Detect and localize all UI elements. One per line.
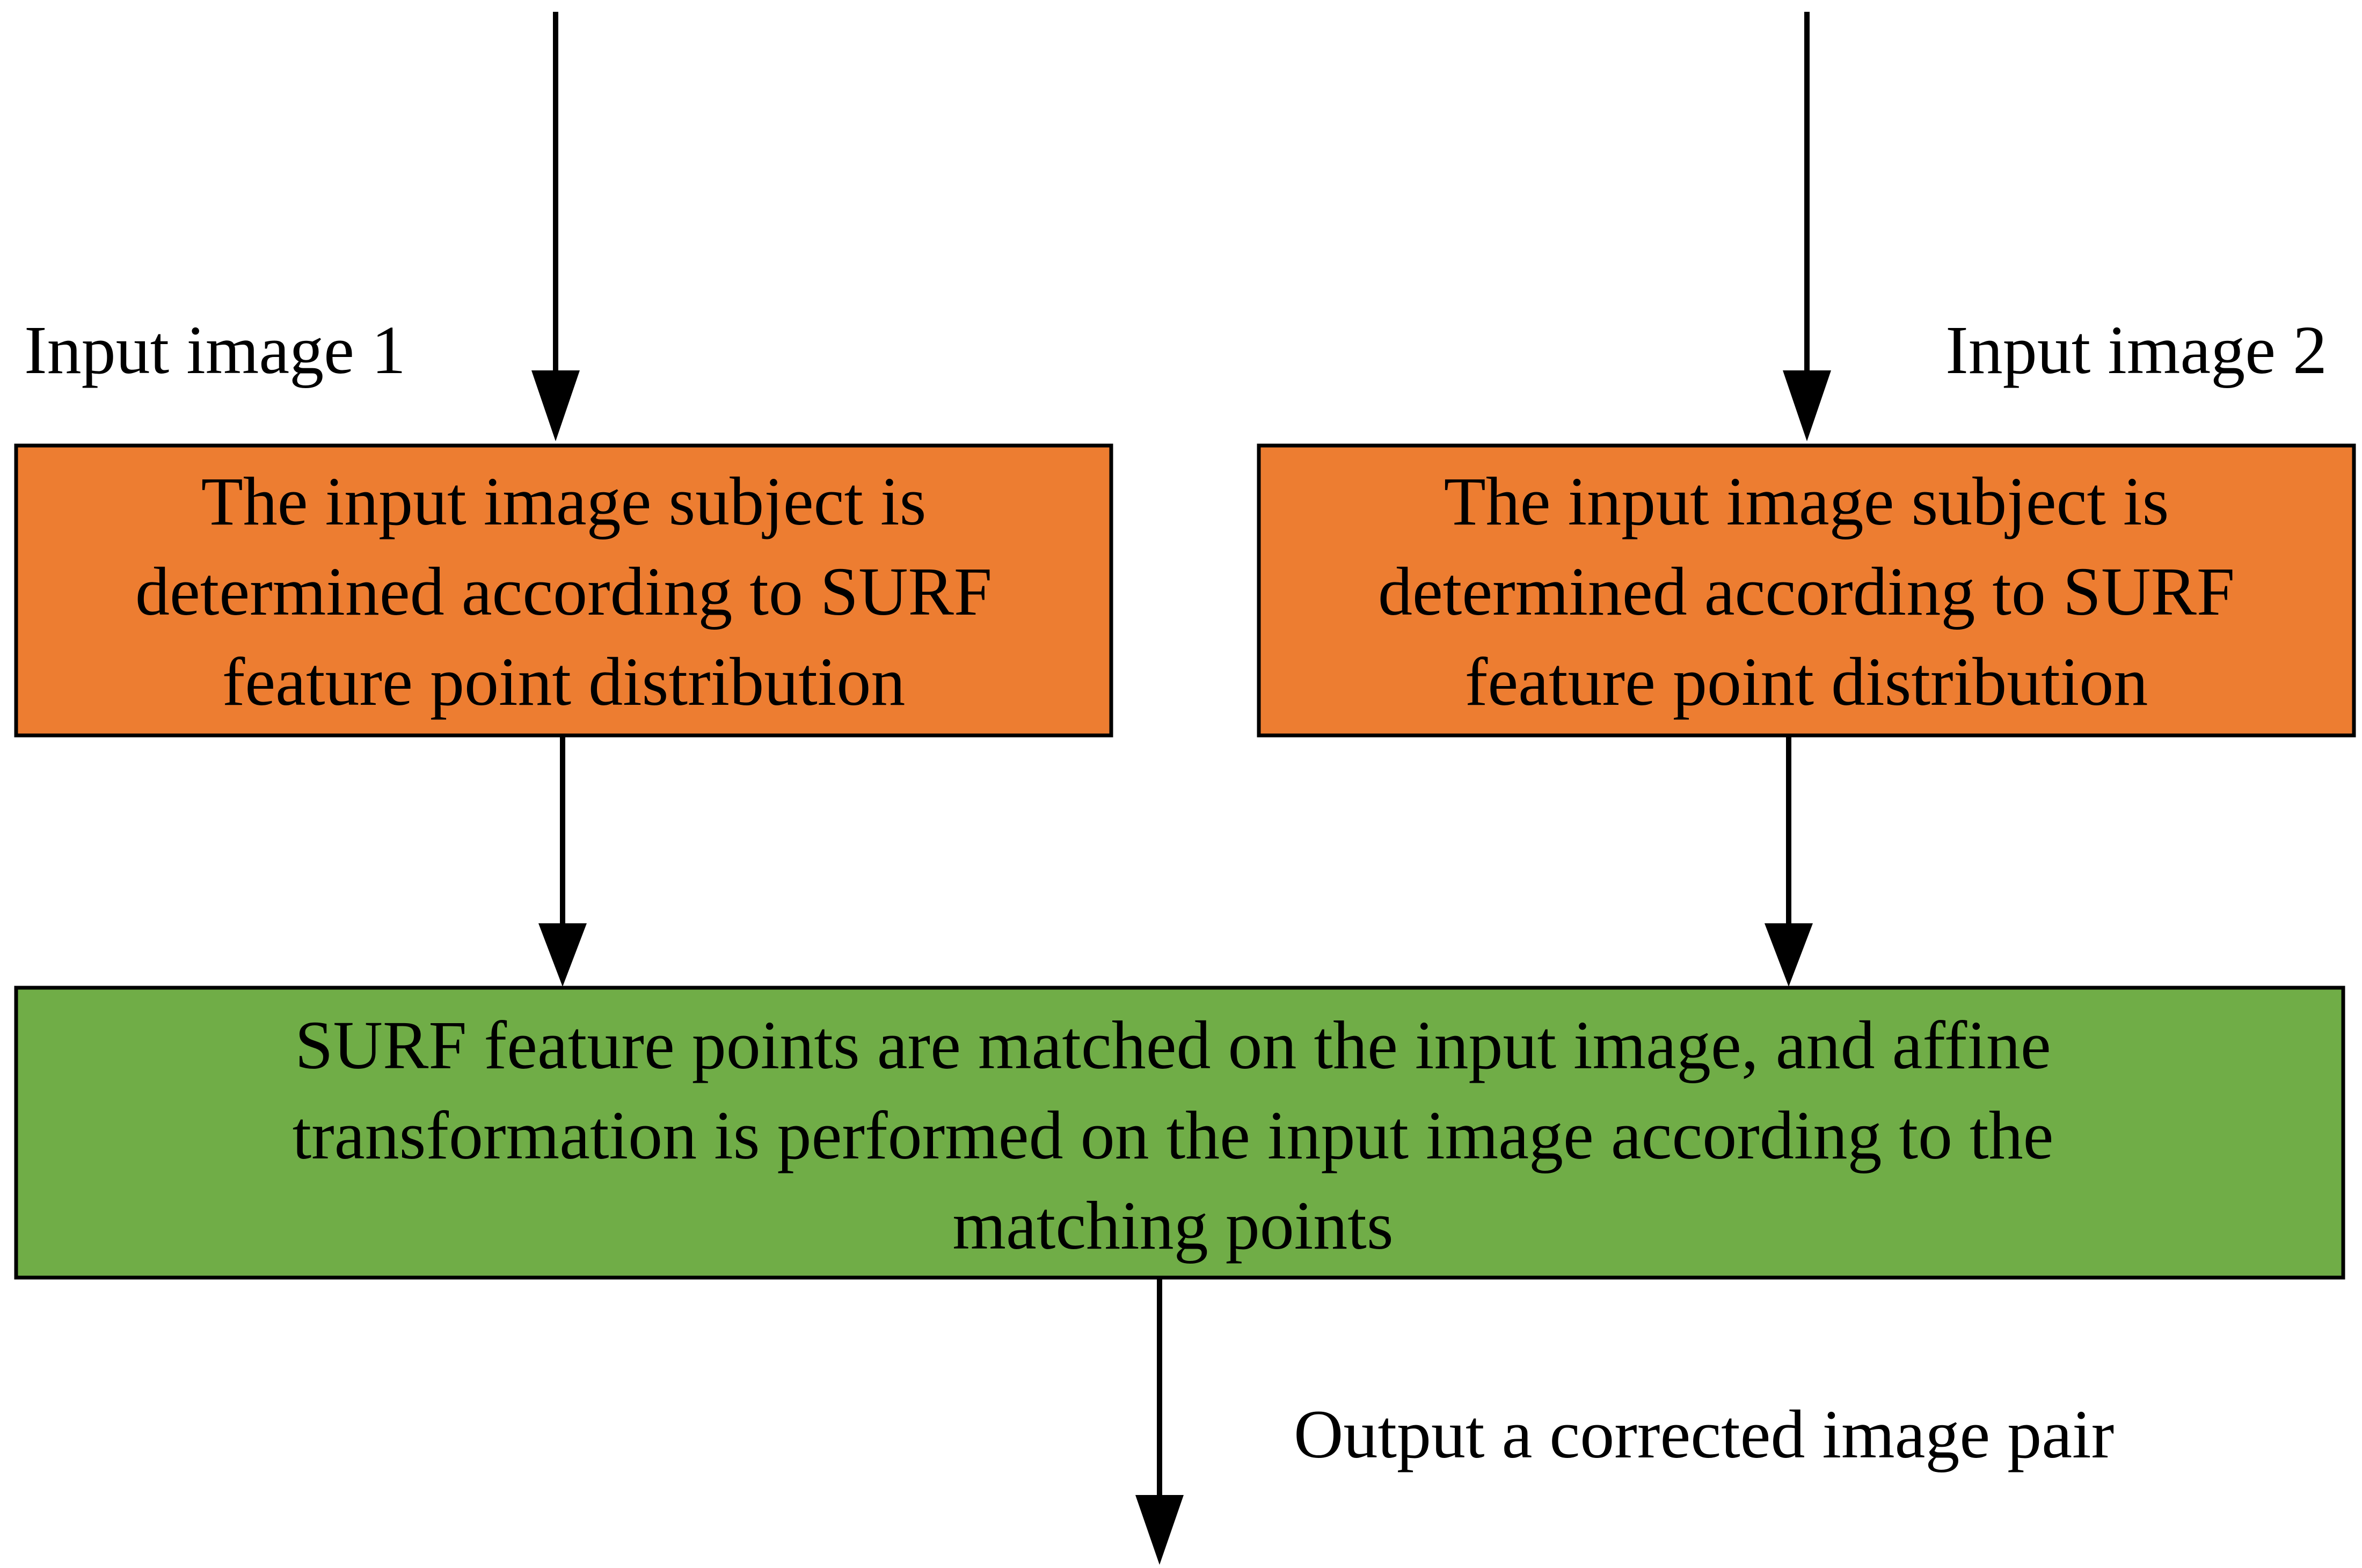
subject-detection-box-1: The input image subject is determined ac… xyxy=(14,443,1113,738)
arrow-subject2-to-match xyxy=(1765,735,1813,987)
subject-detection-box-1-line-2: determined according to SURF xyxy=(135,553,992,630)
feature-matching-box: SURF feature points are matched on the i… xyxy=(14,986,2345,1280)
output-label: Output a corrected image pair xyxy=(1294,1396,2114,1472)
subject-detection-box-2-line-3: feature point distribution xyxy=(1465,644,2148,720)
subject-detection-box-2-line-2: determined according to SURF xyxy=(1378,553,2235,630)
arrow-input1-to-subject1 xyxy=(531,12,580,441)
arrow-input2-to-subject2 xyxy=(1783,12,1831,441)
feature-matching-box-line-1: SURF feature points are matched on the i… xyxy=(295,1007,2051,1083)
subject-detection-box-2: The input image subject is determined ac… xyxy=(1257,443,2356,738)
input2-label: Input image 2 xyxy=(1945,312,2327,388)
subject-detection-box-2-line-1: The input image subject is xyxy=(1444,463,2169,539)
arrow-subject1-to-match xyxy=(538,735,587,987)
subject-detection-box-1-line-3: feature point distribution xyxy=(222,644,906,720)
subject-detection-box-1-line-1: The input image subject is xyxy=(201,463,927,539)
feature-matching-box-line-2: transformation is performed on the input… xyxy=(293,1097,2054,1173)
feature-matching-box-line-3: matching points xyxy=(952,1187,1393,1264)
input1-label: Input image 1 xyxy=(24,312,406,388)
arrow-match-to-output xyxy=(1135,1278,1184,1565)
